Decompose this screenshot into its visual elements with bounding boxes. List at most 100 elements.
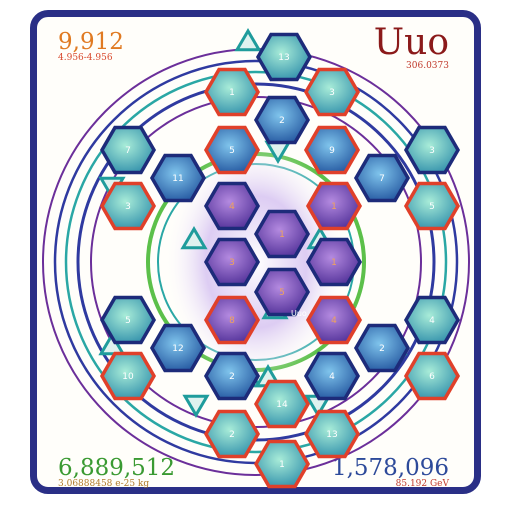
hex-shape xyxy=(303,351,361,401)
hex-label: 7 xyxy=(379,174,385,184)
hex-nucleon: 13 xyxy=(255,32,313,82)
bottom-right-count: 1,578,096 85.192 GeV xyxy=(332,456,449,490)
hex-shape xyxy=(403,181,461,231)
hex-label: 13 xyxy=(278,53,289,63)
hex-label: 5 xyxy=(125,316,131,326)
hex-label: 13 xyxy=(326,430,337,440)
hex-nucleon: 5 xyxy=(203,125,261,175)
hex-label: 1 xyxy=(331,258,337,268)
hex-label: 1 xyxy=(331,202,337,212)
hex-label: 2 xyxy=(279,116,285,126)
hex-label: 5 xyxy=(429,202,435,212)
hex-nucleon: 3 xyxy=(303,67,361,117)
hex-nucleon: 4 xyxy=(403,295,461,345)
hex-nucleon: 12 xyxy=(149,323,207,373)
hex-nucleon: 9 xyxy=(303,125,361,175)
hex-label: 1 xyxy=(279,460,285,470)
hex-shape xyxy=(203,351,261,401)
hex-nucleon: 1 xyxy=(305,181,363,231)
hex-nucleon: 2 xyxy=(203,409,261,459)
hex-shape xyxy=(305,295,363,345)
hex-shape xyxy=(149,153,207,203)
hex-label: 5 xyxy=(229,146,235,156)
hex-nucleon: 14 xyxy=(253,379,311,429)
hex-shape xyxy=(99,181,157,231)
hex-nucleon: 2 xyxy=(353,323,411,373)
hex-nucleon: 11 xyxy=(149,153,207,203)
hex-shape xyxy=(253,95,311,145)
hex-shape xyxy=(403,125,461,175)
hex-shape xyxy=(149,323,207,373)
hex-nucleon: 1 xyxy=(253,439,311,489)
hex-label: 3 xyxy=(429,146,435,156)
hex-nucleon: 4 xyxy=(305,295,363,345)
triangle-marker xyxy=(98,332,126,356)
hex-nucleon: 3 xyxy=(99,181,157,231)
hex-label: 8 xyxy=(229,316,235,326)
hex-nucleon: 1 xyxy=(305,237,363,287)
hex-nucleon: 5 xyxy=(253,267,311,317)
hex-shape xyxy=(403,351,461,401)
hex-label: 3 xyxy=(229,258,235,268)
hex-label: 2 xyxy=(229,430,235,440)
hex-nucleon: 4 xyxy=(203,181,261,231)
hex-shape xyxy=(253,267,311,317)
hex-label: 2 xyxy=(379,344,385,354)
hex-label: 4 xyxy=(329,372,335,382)
hex-shape xyxy=(99,351,157,401)
hex-shape xyxy=(253,209,311,259)
triangle-marker xyxy=(182,394,210,418)
hex-label: 14 xyxy=(276,400,288,410)
ring-2 xyxy=(64,70,448,454)
bottom-left-sub: 3.06888458 e-25 kg xyxy=(58,479,150,490)
hex-shape xyxy=(303,409,361,459)
top-left-value: 9,912 xyxy=(58,29,124,55)
hex-nucleon: 2 xyxy=(203,351,261,401)
hex-shape xyxy=(203,295,261,345)
element-mass: 306.0373 xyxy=(406,60,449,71)
triangle-marker xyxy=(180,226,208,250)
hex-nucleon: 13 xyxy=(303,409,361,459)
hex-nucleon: 5 xyxy=(403,181,461,231)
hex-nucleon: 1 xyxy=(253,209,311,259)
bottom-right-sub: 85.192 GeV xyxy=(395,479,449,490)
hex-nucleon: 4 xyxy=(303,351,361,401)
hex-label: 2 xyxy=(229,372,235,382)
hex-shape xyxy=(253,439,311,489)
triangle-marker xyxy=(234,28,262,52)
hex-shape xyxy=(203,409,261,459)
hex-nucleon: 3 xyxy=(203,237,261,287)
hex-label: 1 xyxy=(229,88,235,98)
hex-shape xyxy=(305,237,363,287)
hex-label: 10 xyxy=(122,372,134,382)
hex-nucleon: 3 xyxy=(403,125,461,175)
hex-shape xyxy=(203,237,261,287)
hex-label: 9 xyxy=(329,146,335,156)
top-left-sub: 4.956-4.956 xyxy=(58,53,113,64)
hex-shape xyxy=(203,67,261,117)
center-label: Uuo xyxy=(291,309,307,318)
hex-nucleon: 8 xyxy=(203,295,261,345)
hex-label: 4 xyxy=(429,316,435,326)
hex-shape xyxy=(99,125,157,175)
hex-nucleon: 7 xyxy=(99,125,157,175)
hex-nucleon: 7 xyxy=(353,153,411,203)
hex-nucleon: 5 xyxy=(99,295,157,345)
top-left-count: 9,912 4.956-4.956 xyxy=(58,30,124,64)
hex-shape xyxy=(303,67,361,117)
bottom-left-value: 6,889,512 xyxy=(58,455,176,481)
hex-label: 1 xyxy=(279,230,285,240)
hex-shape xyxy=(255,32,313,82)
hex-label: 7 xyxy=(125,146,131,156)
hex-label: 6 xyxy=(429,372,435,382)
hex-shape xyxy=(203,181,261,231)
bottom-left-count: 6,889,512 3.06888458 e-25 kg xyxy=(58,456,175,490)
hex-shape xyxy=(253,379,311,429)
hex-shape xyxy=(353,153,411,203)
hex-nucleon: 2 xyxy=(253,95,311,145)
hex-nucleon: 1 xyxy=(203,67,261,117)
hex-label: 3 xyxy=(125,202,131,212)
hex-nucleon: 6 xyxy=(403,351,461,401)
